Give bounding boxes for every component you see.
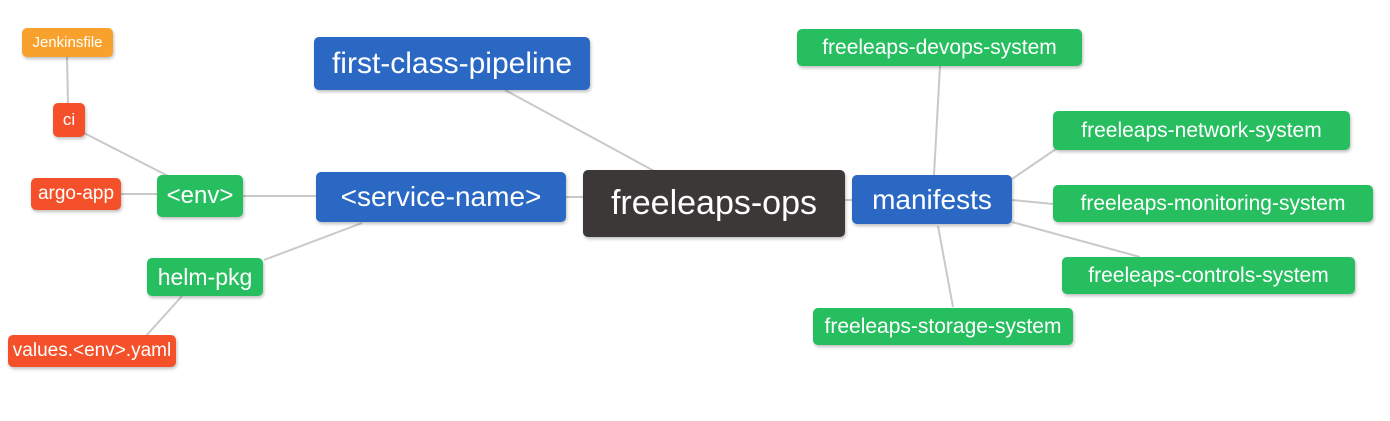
node-freeleaps-monitoring-system[interactable]: freeleaps-monitoring-system xyxy=(1053,185,1373,222)
edge-pipeline-freeleaps-ops xyxy=(504,89,657,173)
node-values-env-yaml[interactable]: values.<env>.yaml xyxy=(8,335,176,367)
edge-manifests-monitoring xyxy=(1011,199,1054,205)
node-ci[interactable]: ci xyxy=(53,103,85,137)
edge-helm-pkg-values xyxy=(145,295,183,337)
edge-jenkinsfile-ci xyxy=(66,56,69,104)
node-argo-app[interactable]: argo-app xyxy=(31,178,121,210)
node-helm-pkg[interactable]: helm-pkg xyxy=(147,258,263,296)
node-freeleaps-ops-root[interactable]: freeleaps-ops xyxy=(583,170,845,237)
edge-manifests-devops xyxy=(933,65,941,176)
node-freeleaps-network-system[interactable]: freeleaps-network-system xyxy=(1053,111,1350,150)
edge-service-name-helm-pkg xyxy=(263,222,363,261)
node-freeleaps-controls-system[interactable]: freeleaps-controls-system xyxy=(1062,257,1355,294)
edge-manifests-controls xyxy=(1011,221,1141,258)
node-freeleaps-devops-system[interactable]: freeleaps-devops-system xyxy=(797,29,1082,66)
node-service-name[interactable]: <service-name> xyxy=(316,172,566,222)
node-jenkinsfile[interactable]: Jenkinsfile xyxy=(22,28,113,57)
edge-manifests-network xyxy=(1011,148,1057,180)
node-manifests[interactable]: manifests xyxy=(852,175,1012,224)
node-freeleaps-storage-system[interactable]: freeleaps-storage-system xyxy=(813,308,1073,345)
node-env[interactable]: <env> xyxy=(157,175,243,217)
edge-manifests-storage xyxy=(937,225,954,308)
edge-ci-env xyxy=(83,132,171,178)
node-first-class-pipeline[interactable]: first-class-pipeline xyxy=(314,37,590,90)
